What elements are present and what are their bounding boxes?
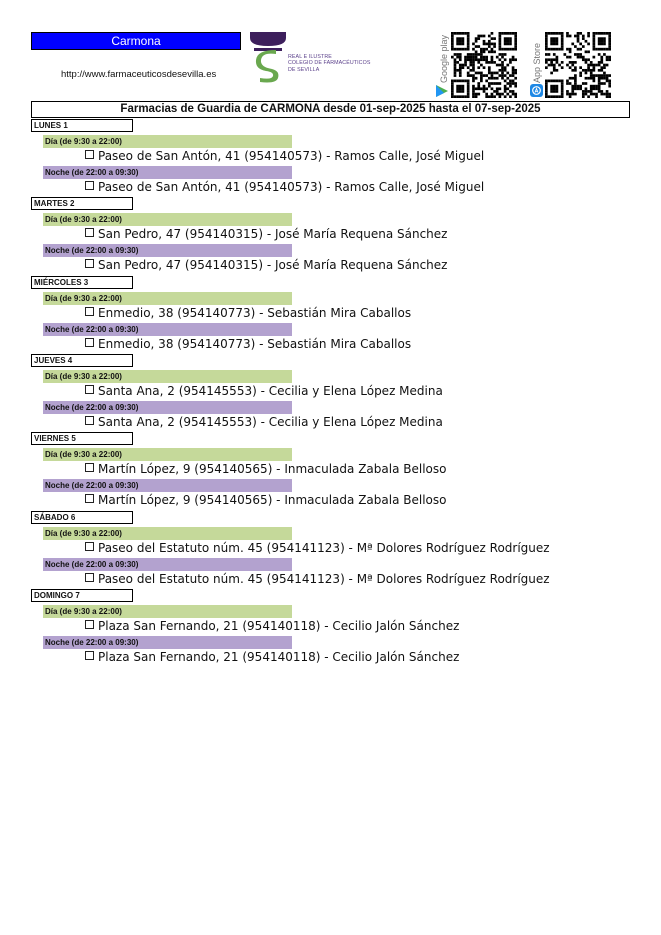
pharmacy-entry: Martín López, 9 (954140565) - Inmaculada… bbox=[85, 493, 446, 507]
checkbox-icon bbox=[85, 620, 94, 629]
college-name-line-3: DE SEVILLA bbox=[288, 66, 320, 73]
dia-shift-label: Día (de 9:30 a 22:00) bbox=[43, 448, 292, 461]
pharmacy-entry: Paseo del Estatuto núm. 45 (954141123) -… bbox=[85, 541, 550, 555]
pharmacy-text: Paseo de San Antón, 41 (954140573) - Ram… bbox=[98, 180, 485, 194]
app-store-icon[interactable] bbox=[530, 84, 543, 97]
checkbox-icon bbox=[85, 338, 94, 347]
noche-shift-label: Noche (de 22:00 a 09:30) bbox=[43, 558, 292, 571]
day-header: VIERNES 5 bbox=[31, 432, 133, 445]
pharmacy-text: San Pedro, 47 (954140315) - José María R… bbox=[98, 258, 448, 272]
day-header: DOMINGO 7 bbox=[31, 589, 133, 602]
day-header: LUNES 1 bbox=[31, 119, 133, 132]
pharmacy-text: Martín López, 9 (954140565) - Inmaculada… bbox=[98, 493, 447, 507]
checkbox-icon bbox=[85, 228, 94, 237]
dia-shift-label: Día (de 9:30 a 22:00) bbox=[43, 213, 292, 226]
checkbox-icon bbox=[85, 542, 94, 551]
pharmacy-text: Santa Ana, 2 (954145553) - Cecilia y Ele… bbox=[98, 415, 443, 429]
google-play-qr-code[interactable] bbox=[451, 32, 517, 98]
pharmacy-text: Plaza San Fernando, 21 (954140118) - Cec… bbox=[98, 650, 460, 664]
pharmacy-entry: Enmedio, 38 (954140773) - Sebastián Mira… bbox=[85, 306, 411, 320]
dia-shift-label: Día (de 9:30 a 22:00) bbox=[43, 605, 292, 618]
google-play-icon[interactable] bbox=[435, 84, 449, 98]
noche-shift-label: Noche (de 22:00 a 09:30) bbox=[43, 401, 292, 414]
day-header: JUEVES 4 bbox=[31, 354, 133, 367]
college-name-line-1: REAL E ILUSTRE bbox=[288, 54, 332, 60]
pharmacy-text: Enmedio, 38 (954140773) - Sebastián Mira… bbox=[98, 337, 412, 351]
noche-shift-label: Noche (de 22:00 a 09:30) bbox=[43, 636, 292, 649]
pharmacy-entry: Paseo de San Antón, 41 (954140573) - Ram… bbox=[85, 180, 484, 194]
checkbox-icon bbox=[85, 494, 94, 503]
pharmacy-entry: Santa Ana, 2 (954145553) - Cecilia y Ele… bbox=[85, 384, 443, 398]
dia-shift-label: Día (de 9:30 a 22:00) bbox=[43, 370, 292, 383]
dia-shift-label: Día (de 9:30 a 22:00) bbox=[43, 292, 292, 305]
pharmacy-entry: Enmedio, 38 (954140773) - Sebastián Mira… bbox=[85, 337, 411, 351]
pharmacy-entry: Paseo de San Antón, 41 (954140573) - Ram… bbox=[85, 149, 484, 163]
noche-shift-label: Noche (de 22:00 a 09:30) bbox=[43, 323, 292, 336]
pharmacy-text: Paseo del Estatuto núm. 45 (954141123) -… bbox=[98, 541, 550, 555]
pharmacy-entry: Plaza San Fernando, 21 (954140118) - Cec… bbox=[85, 650, 459, 664]
pharmacy-text: Enmedio, 38 (954140773) - Sebastián Mira… bbox=[98, 306, 412, 320]
college-name-line-2: COLEGIO DE FARMACÉUTICOS bbox=[288, 60, 371, 67]
checkbox-icon bbox=[85, 307, 94, 316]
pharmacy-entry: San Pedro, 47 (954140315) - José María R… bbox=[85, 258, 447, 272]
checkbox-icon bbox=[85, 651, 94, 660]
pharmacy-text: Paseo de San Antón, 41 (954140573) - Ram… bbox=[98, 149, 485, 163]
checkbox-icon bbox=[85, 150, 94, 159]
google-play-label: Google play bbox=[439, 34, 449, 83]
checkbox-icon bbox=[85, 385, 94, 394]
pharmacy-text: Paseo del Estatuto núm. 45 (954141123) -… bbox=[98, 572, 550, 586]
pharmacy-text: San Pedro, 47 (954140315) - José María R… bbox=[98, 227, 448, 241]
college-name: REAL E ILUSTRE COLEGIO DE FARMACÉUTICOS … bbox=[288, 54, 388, 73]
pharmacy-text: Santa Ana, 2 (954145553) - Cecilia y Ele… bbox=[98, 384, 443, 398]
pharmacy-text: Plaza San Fernando, 21 (954140118) - Cec… bbox=[98, 619, 460, 633]
pharmacy-text: Martín López, 9 (954140565) - Inmaculada… bbox=[98, 462, 447, 476]
noche-shift-label: Noche (de 22:00 a 09:30) bbox=[43, 166, 292, 179]
checkbox-icon bbox=[85, 259, 94, 268]
checkbox-icon bbox=[85, 573, 94, 582]
pharmacy-entry: Martín López, 9 (954140565) - Inmaculada… bbox=[85, 462, 446, 476]
day-header: SÁBADO 6 bbox=[31, 511, 133, 524]
website-link[interactable]: http://www.farmaceuticosdesevilla.es bbox=[61, 69, 217, 80]
day-header: MARTES 2 bbox=[31, 197, 133, 210]
noche-shift-label: Noche (de 22:00 a 09:30) bbox=[43, 479, 292, 492]
pharmacy-entry: Paseo del Estatuto núm. 45 (954141123) -… bbox=[85, 572, 550, 586]
dia-shift-label: Día (de 9:30 a 22:00) bbox=[43, 527, 292, 540]
pharmacy-entry: Plaza San Fernando, 21 (954140118) - Cec… bbox=[85, 619, 459, 633]
app-store-qr-code[interactable] bbox=[545, 32, 611, 98]
college-logo bbox=[250, 32, 286, 83]
checkbox-icon bbox=[85, 463, 94, 472]
day-header: MIÉRCOLES 3 bbox=[31, 276, 133, 289]
app-store-label: App Store bbox=[532, 42, 542, 83]
page-title: Farmacias de Guardia de CARMONA desde 01… bbox=[31, 101, 630, 118]
town-label: Carmona bbox=[31, 32, 241, 50]
pharmacy-entry: Santa Ana, 2 (954145553) - Cecilia y Ele… bbox=[85, 415, 443, 429]
dia-shift-label: Día (de 9:30 a 22:00) bbox=[43, 135, 292, 148]
pharmacy-entry: San Pedro, 47 (954140315) - José María R… bbox=[85, 227, 447, 241]
checkbox-icon bbox=[85, 416, 94, 425]
noche-shift-label: Noche (de 22:00 a 09:30) bbox=[43, 244, 292, 257]
checkbox-icon bbox=[85, 181, 94, 190]
